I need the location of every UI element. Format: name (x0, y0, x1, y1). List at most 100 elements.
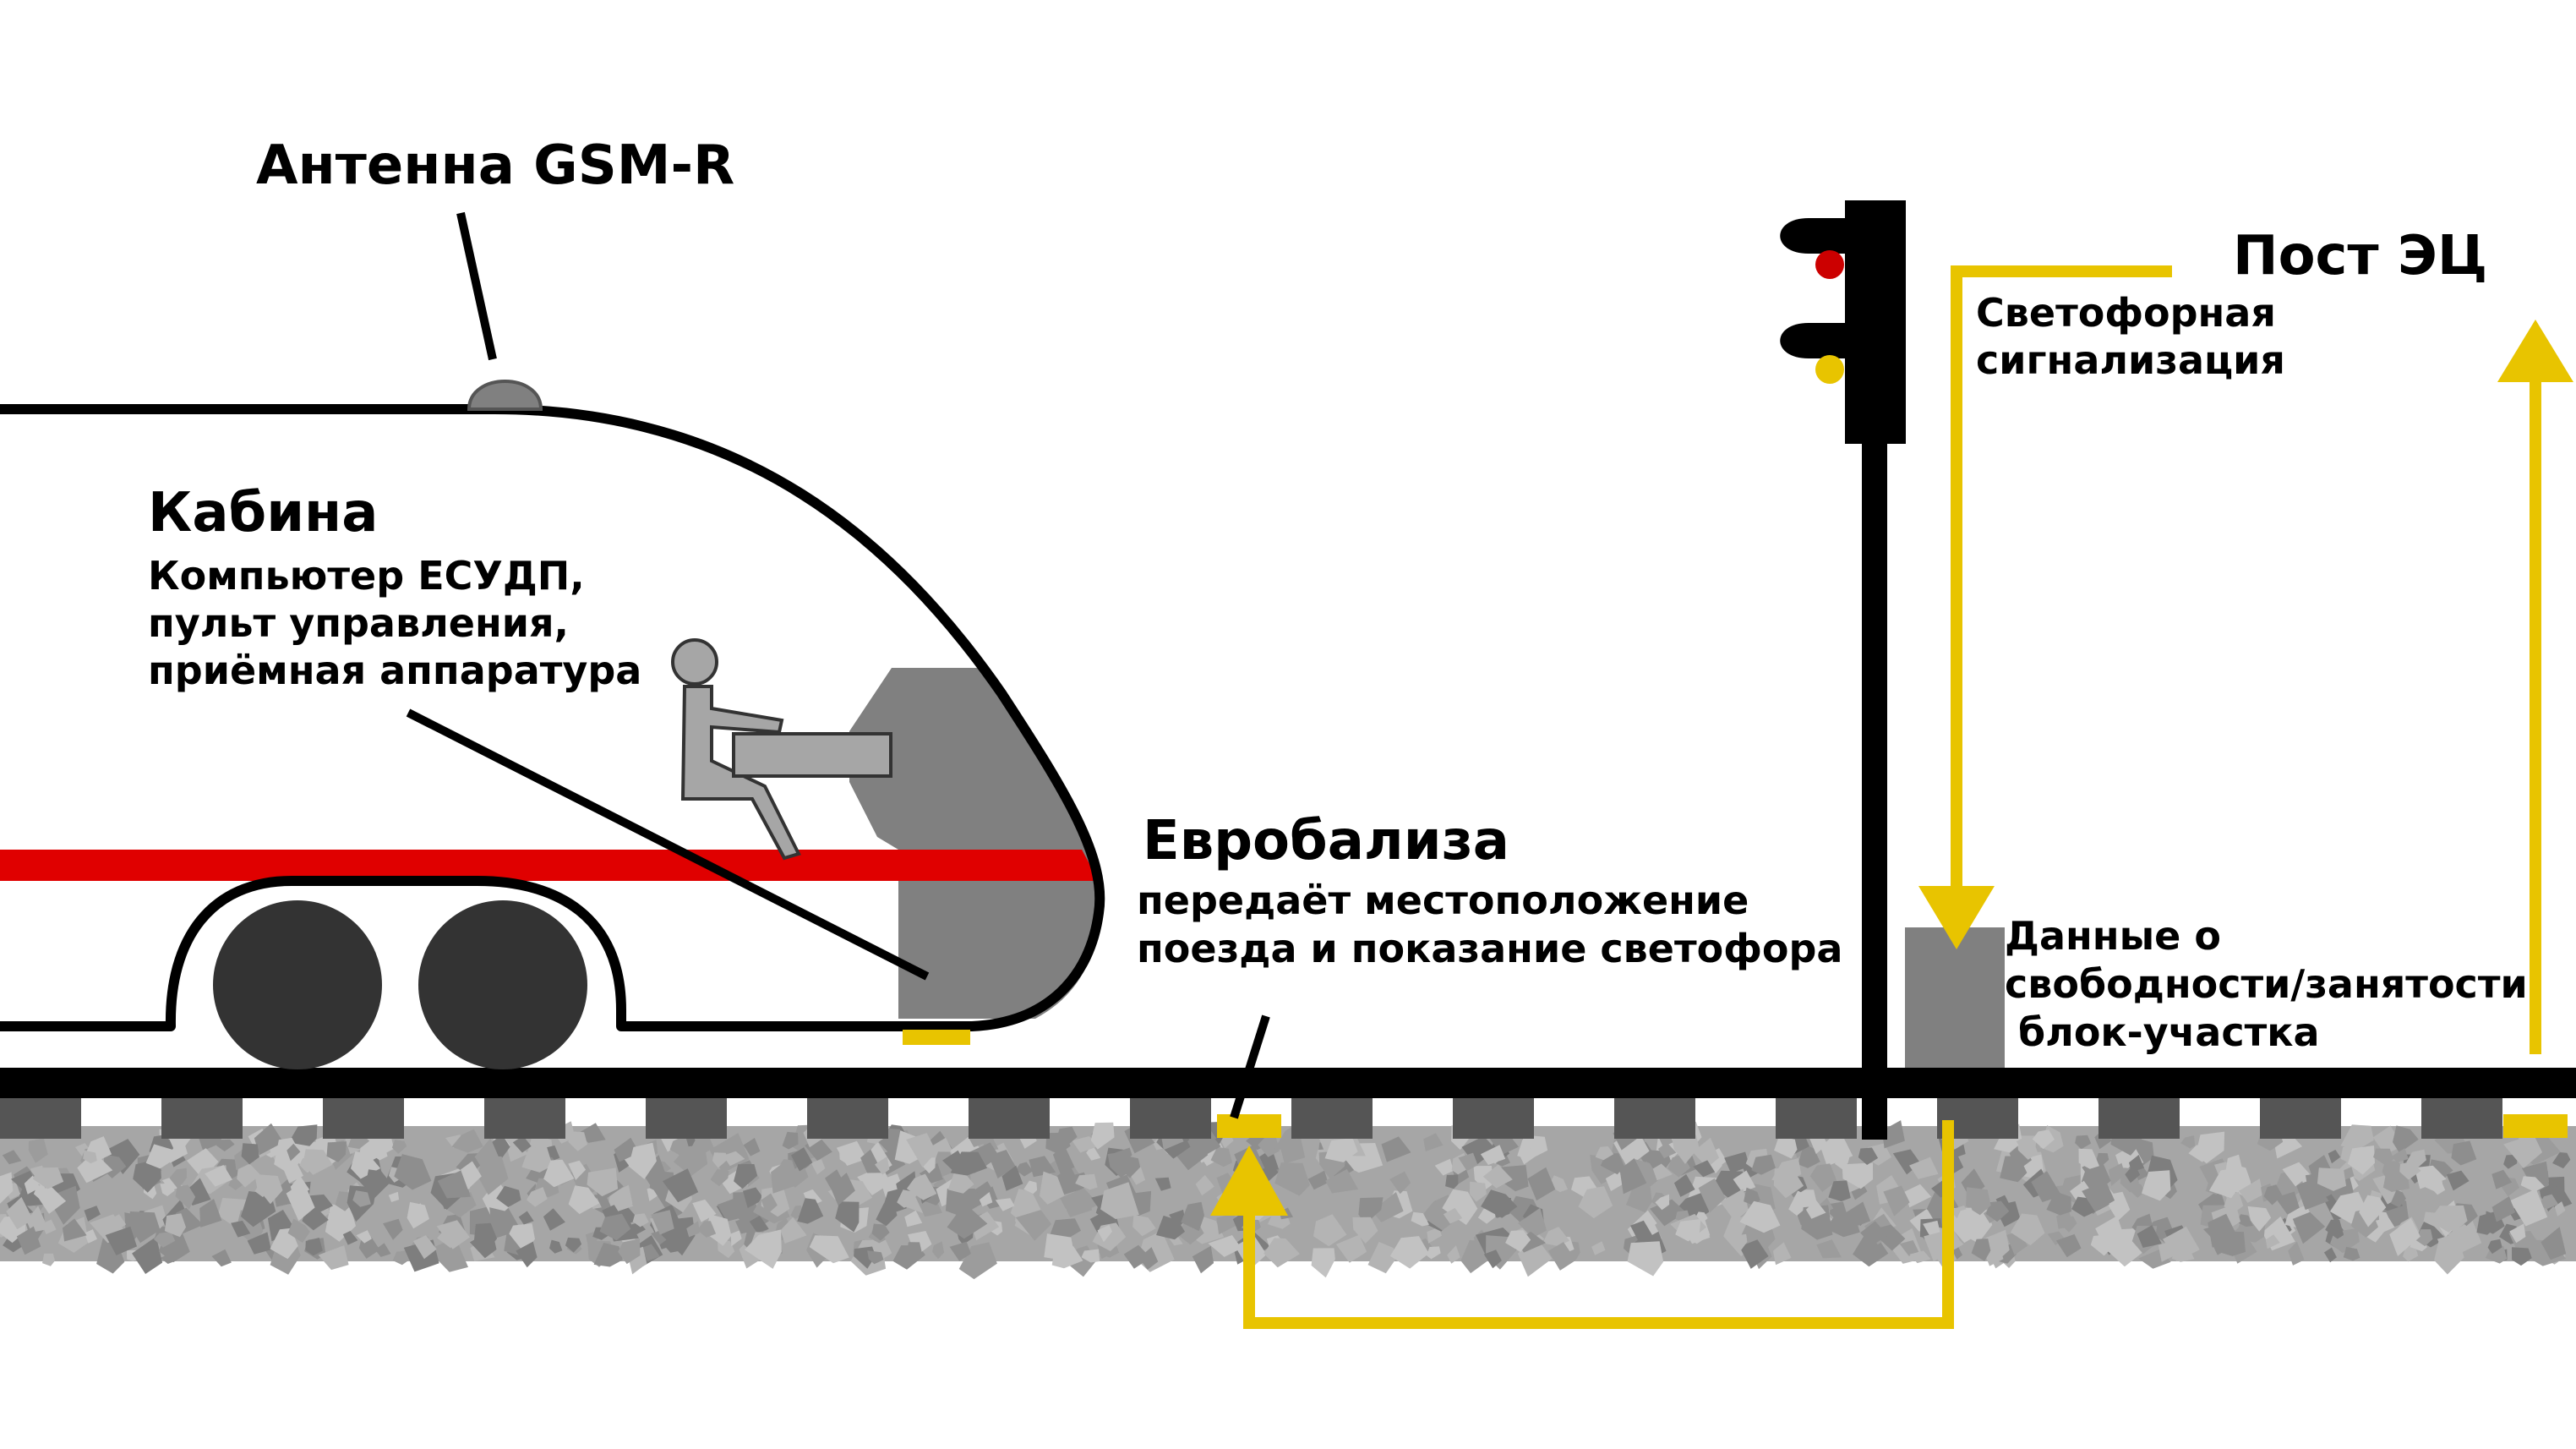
ballast-stone (1389, 1171, 1411, 1195)
arrowhead-down (1918, 886, 1995, 949)
signalling-line-1: Светофорная (1976, 290, 2276, 336)
ballast-stone (231, 1220, 251, 1238)
ballast-stone (2, 1150, 22, 1165)
ballast-stone (932, 1241, 945, 1260)
ballast-stone (543, 1208, 565, 1231)
ballast-stone (1023, 1180, 1038, 1195)
ballast-stone (1015, 1210, 1052, 1241)
ballast-stone (697, 1221, 717, 1238)
ballast-stone (516, 1241, 538, 1268)
ballast-stone (461, 1161, 482, 1189)
ballast-stone (1591, 1241, 1606, 1255)
ballast-stone (287, 1218, 310, 1243)
track-line-2: свободности/занятости (2005, 961, 2528, 1007)
ballast-stone (1904, 1184, 1932, 1208)
balise-title: Евробализа (1143, 810, 1509, 872)
ballast-stone (1154, 1177, 1171, 1191)
arrowhead-up-balise (1210, 1146, 1288, 1216)
ballast-stone (2554, 1201, 2566, 1217)
ballast-stone (1692, 1137, 1719, 1168)
train-stripe (0, 850, 1099, 881)
ballast-stone (2031, 1171, 2062, 1202)
ballast-stone (383, 1218, 403, 1240)
ballast-stone (1595, 1146, 1614, 1161)
ballast-stone (2109, 1162, 2126, 1186)
ballast-stone (2415, 1229, 2433, 1247)
signal-mast (1862, 440, 1887, 1140)
ballast-stone (2391, 1148, 2409, 1162)
ballast-stone (2512, 1247, 2532, 1266)
ballast-stone (565, 1237, 582, 1253)
ballast-stone (512, 1135, 532, 1153)
sleeper (2260, 1098, 2341, 1139)
ballast-stone (2082, 1181, 2115, 1212)
ballast-stone (33, 1167, 64, 1189)
ballast-stone (2389, 1217, 2420, 1256)
ballast-stone (771, 1159, 794, 1194)
ballast-stone (211, 1249, 232, 1267)
ballast-stone (1828, 1180, 1851, 1202)
ballast-stone (63, 1218, 87, 1242)
ballast-stone (241, 1143, 259, 1165)
ballast-stone (1427, 1227, 1442, 1244)
ballast-stone (690, 1137, 714, 1155)
ballast-stone (1816, 1239, 1842, 1259)
balise-line-2: поезда и показание светофора (1137, 926, 1842, 971)
ballast-stone (199, 1199, 222, 1228)
ballast-stone (2414, 1165, 2447, 1189)
ballast-stone (2487, 1238, 2502, 1255)
ballast-stone (492, 1135, 510, 1162)
ballast-stone (743, 1187, 765, 1208)
ballast-stone (723, 1151, 745, 1167)
ballast-stone (2061, 1216, 2077, 1233)
ballast-stone (1909, 1250, 1931, 1264)
ballast-stone (663, 1168, 699, 1203)
ballast-stone (791, 1147, 813, 1172)
ballast-stone (2142, 1170, 2171, 1201)
ballast-stone (2503, 1134, 2543, 1168)
ballast-stone (1995, 1195, 2009, 1211)
ballast-stone (871, 1223, 890, 1241)
ballast-stone (388, 1191, 400, 1202)
ballast-stone (1426, 1246, 1441, 1260)
ballast-stone (2188, 1145, 2211, 1162)
ballast-stone (299, 1156, 317, 1173)
ballast-stone (1029, 1156, 1056, 1178)
ballast-stone (1132, 1214, 1156, 1237)
sleeper (807, 1098, 888, 1139)
ballast-stone (2509, 1223, 2526, 1244)
ballast-stone (2429, 1206, 2461, 1233)
ballast-stone (2292, 1211, 2326, 1244)
ballast-stone (1825, 1212, 1860, 1238)
ballast-stone (240, 1191, 276, 1228)
flow-arrowheads (1210, 320, 2573, 1216)
ballast-stone (543, 1159, 575, 1188)
ballast-stone (1835, 1153, 1851, 1170)
ballast-stone (669, 1135, 690, 1157)
ballast-stone (1739, 1239, 1769, 1269)
track-line-1: Данные о (2005, 913, 2221, 959)
ballast-stone (2343, 1246, 2360, 1261)
ballast-stones (0, 1113, 2573, 1280)
ballast-stone (628, 1142, 657, 1179)
ballast-stone (810, 1159, 826, 1175)
ballast-stone (1858, 1147, 1879, 1165)
eurobalise (1217, 1114, 1281, 1138)
ballast-stone (1192, 1245, 1214, 1274)
ballast-stone (2247, 1206, 2272, 1232)
ballast-stone (1548, 1242, 1576, 1271)
ballast-stone (1739, 1200, 1781, 1233)
ballast-stone (288, 1124, 318, 1146)
ballast-stone (1274, 1162, 1310, 1196)
ballast-stone (392, 1250, 412, 1266)
ballast-stone (896, 1171, 917, 1200)
ballast-stone (717, 1196, 747, 1222)
trackside-element (2503, 1114, 2568, 1138)
ballast-stone (2359, 1195, 2387, 1228)
signal-lamp-yellow (1815, 355, 1844, 384)
ballast-stone (160, 1183, 175, 1196)
ballast-stone (105, 1226, 137, 1255)
ballast-stone (1051, 1244, 1083, 1269)
ballast-stone (489, 1207, 510, 1232)
ballast-stone (2390, 1189, 2406, 1208)
